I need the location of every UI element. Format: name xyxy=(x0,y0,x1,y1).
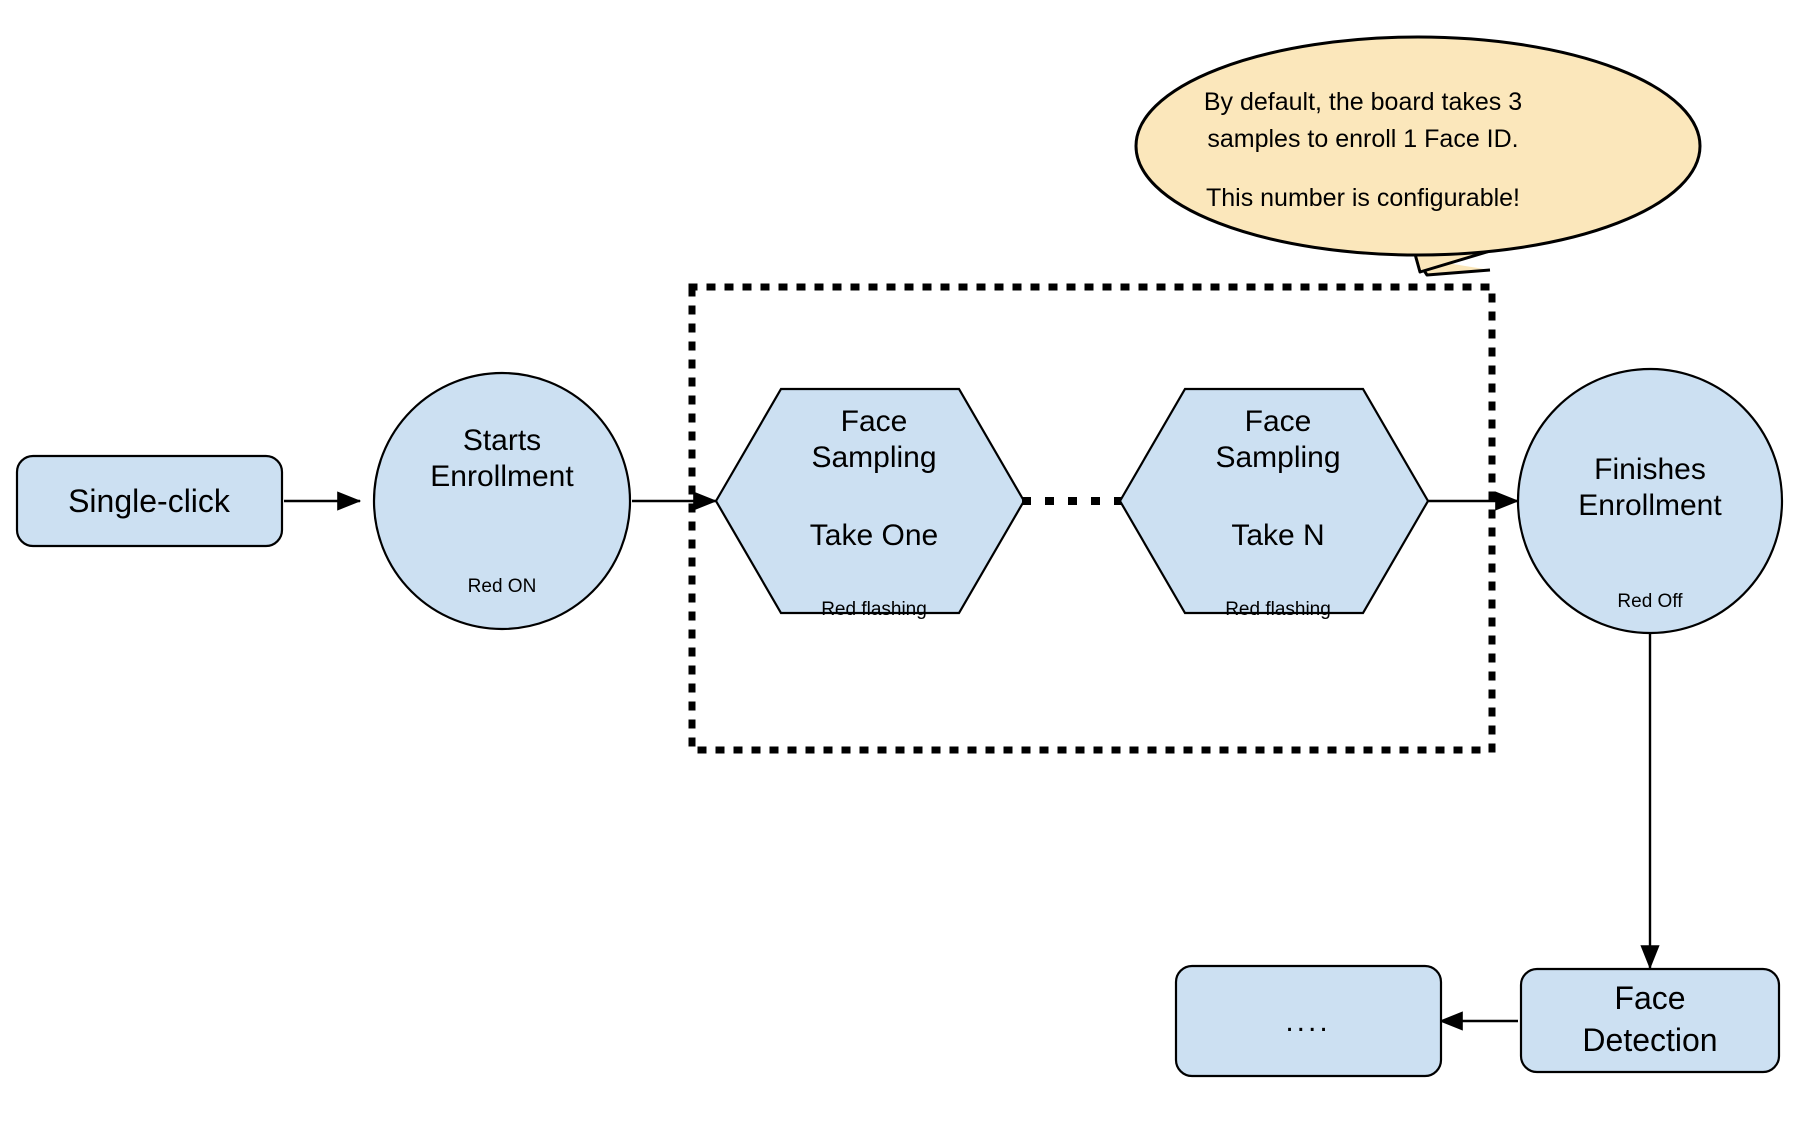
face-sampling-one-line-2: Sampling xyxy=(811,441,936,474)
single-click-box[interactable] xyxy=(15,454,284,548)
node-face-sampling-take-n[interactable]: Face Sampling Take N Red flashing xyxy=(1118,387,1430,620)
finishes-enrollment-line-1: Finishes xyxy=(1594,453,1706,486)
callout-balloon: By default, the board takes 3 samples to… xyxy=(0,0,1702,275)
face-sampling-n-take: Take N xyxy=(1231,519,1324,552)
face-sampling-one-take: Take One xyxy=(810,519,938,552)
face-sampling-n-status: Red flashing xyxy=(1225,599,1331,620)
starts-enrollment-line-1: Starts xyxy=(463,424,541,457)
callout-bubble xyxy=(1134,35,1702,257)
sampling-group-boundary xyxy=(688,283,1496,754)
finishes-enrollment-status: Red Off xyxy=(1617,591,1683,612)
node-starts-enrollment[interactable]: Starts Enrollment Red ON xyxy=(372,371,632,631)
ellipsis-box-label: .... xyxy=(1285,1005,1330,1038)
single-click-label: Single-click xyxy=(68,483,231,519)
face-detection-line-1: Face xyxy=(1614,980,1685,1016)
face-sampling-one-line-1: Face xyxy=(841,405,908,438)
face-detection-box[interactable] xyxy=(1519,967,1781,1074)
node-finishes-enrollment[interactable]: Finishes Enrollment Red Off xyxy=(1516,367,1784,635)
face-sampling-n-line-2: Sampling xyxy=(1215,441,1340,474)
node-ellipsis-box[interactable]: .... xyxy=(1174,964,1443,1078)
face-sampling-n-line-1: Face xyxy=(1245,405,1312,438)
finishes-enrollment-line-2: Enrollment xyxy=(1578,489,1722,522)
node-single-click[interactable]: Single-click xyxy=(15,454,284,548)
starts-enrollment-status: Red ON xyxy=(468,576,537,597)
node-face-sampling-take-one[interactable]: Face Sampling Take One Red flashing xyxy=(714,387,1026,620)
face-sampling-one-status: Red flashing xyxy=(821,599,927,620)
face-detection-line-2: Detection xyxy=(1582,1022,1717,1058)
starts-enrollment-line-2: Enrollment xyxy=(430,460,574,493)
starts-enrollment-circle[interactable] xyxy=(372,371,632,631)
callout-line-2: samples to enroll 1 Face ID. xyxy=(1207,125,1518,153)
callout-line-1: By default, the board takes 3 xyxy=(1204,88,1522,116)
node-face-detection[interactable]: Face Detection xyxy=(1519,967,1781,1074)
callout-line-3: This number is configurable! xyxy=(1206,184,1520,212)
ellipsis-box[interactable] xyxy=(1174,964,1443,1078)
